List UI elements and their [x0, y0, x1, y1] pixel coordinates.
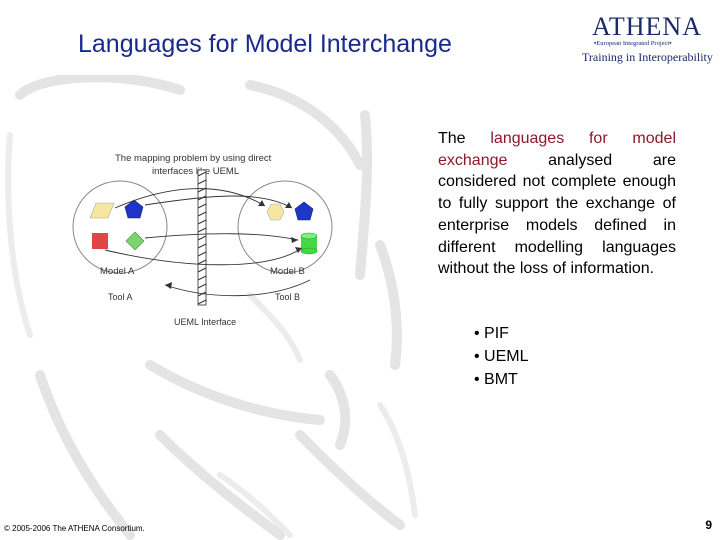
parallelogram-shape	[89, 202, 115, 219]
blue-pentagon-b-shape	[294, 201, 314, 221]
list-item: • BMT	[474, 371, 518, 388]
green-cylinder-shape	[300, 232, 318, 255]
model-b-circle	[237, 180, 333, 274]
green-diamond-shape	[125, 231, 145, 251]
model-b-label: Model B	[270, 266, 305, 277]
blue-pentagon-shape	[124, 199, 144, 219]
paragraph-rest: analysed are considered not complete eno…	[438, 151, 676, 278]
paragraph-intro: The	[438, 130, 491, 147]
model-a-label: Model A	[100, 266, 135, 277]
page-number: 9	[705, 518, 712, 532]
mapping-arrow-2	[144, 195, 293, 209]
tool-b-label: Tool B	[275, 292, 300, 302]
list-item: • PIF	[474, 325, 509, 342]
tool-a-label: Tool A	[108, 292, 133, 302]
mapping-arrow-1	[114, 188, 266, 209]
logo-brand: ATHENA	[592, 12, 702, 41]
wall-hatching	[197, 171, 207, 305]
mapping-arrow-4	[104, 247, 303, 266]
yellow-hexagon-shape	[266, 203, 285, 221]
red-square-shape	[92, 233, 108, 249]
ueml-interface-label: UEML Interface	[174, 317, 236, 327]
description-paragraph: The languages for model exchange analyse…	[438, 128, 676, 280]
diagram-caption-line2: interfaces like UEML	[152, 166, 239, 177]
copyright-footer: © 2005-2006 The ATHENA Consortium.	[4, 524, 145, 533]
language-list: • PIF • UEML • BMT	[474, 322, 529, 391]
mapping-diagram: The mapping problem by using direct inte…	[72, 153, 333, 327]
model-a-circle	[72, 180, 168, 274]
diagram-caption-line1: The mapping problem by using direct	[115, 153, 272, 164]
mapping-arrow-3	[144, 233, 299, 241]
athena-logo: ATHENA ▪European Integrated Project▪ Tra…	[582, 12, 716, 68]
return-arrow	[164, 279, 311, 297]
list-item: • UEML	[474, 348, 529, 365]
logo-subtitle: ▪European Integrated Project▪	[594, 40, 672, 47]
background-art	[5, 75, 418, 540]
highlighted-term: languages for model exchange	[438, 130, 677, 169]
logo-tagline: Training in Interoperability	[582, 50, 713, 64]
slide-title: Languages for Model Interchange	[78, 30, 452, 58]
